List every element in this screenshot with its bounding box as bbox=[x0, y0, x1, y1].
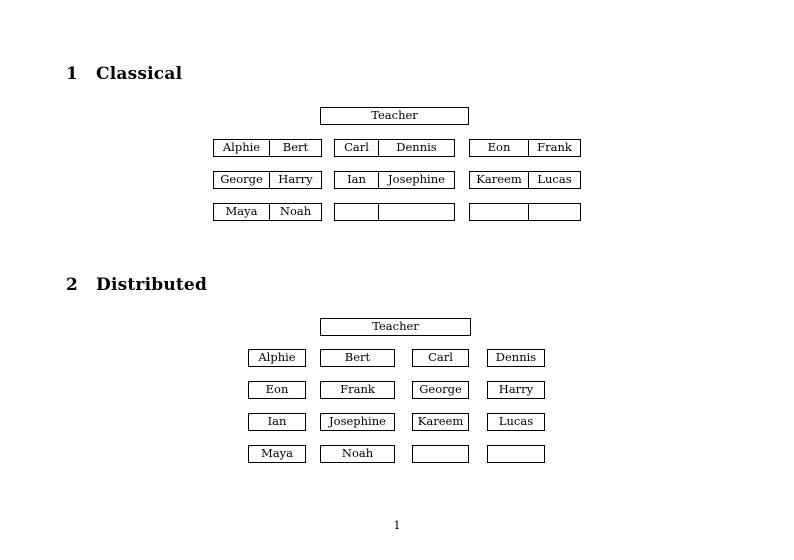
student-row-box: Carl Dennis bbox=[334, 139, 455, 157]
student-cell-empty bbox=[335, 204, 379, 220]
student-cell: Maya bbox=[214, 204, 270, 220]
student-row-box: Alphie Bert bbox=[213, 139, 322, 157]
student-box-empty bbox=[487, 445, 545, 463]
student-box: Ian bbox=[248, 413, 306, 431]
student-box: Carl bbox=[412, 349, 469, 367]
student-cell: Bert bbox=[282, 140, 309, 155]
student-row-box: Ian Josephine bbox=[334, 171, 455, 189]
section-heading-classical: 1 Classical bbox=[66, 64, 182, 84]
student-row-box bbox=[469, 203, 581, 221]
student-box: Bert bbox=[320, 349, 395, 367]
student-row-box: Eon Frank bbox=[469, 139, 581, 157]
section-number: 1 bbox=[66, 64, 79, 84]
student-row-box: George Harry bbox=[213, 171, 322, 189]
teacher-box-distributed: Teacher bbox=[320, 318, 471, 336]
student-row-box: Maya Noah bbox=[213, 203, 322, 221]
page-number: 1 bbox=[393, 519, 401, 532]
student-row-box bbox=[334, 203, 455, 221]
student-box: Dennis bbox=[487, 349, 545, 367]
student-cell: Frank bbox=[537, 140, 572, 155]
student-box: Kareem bbox=[412, 413, 469, 431]
student-box: Josephine bbox=[320, 413, 395, 431]
section-heading-distributed: 2 Distributed bbox=[66, 275, 207, 295]
student-cell: Lucas bbox=[537, 172, 572, 187]
section-number: 2 bbox=[66, 275, 79, 295]
student-cell: Eon bbox=[470, 140, 529, 156]
student-cell-empty bbox=[529, 204, 580, 220]
student-box: Lucas bbox=[487, 413, 545, 431]
student-cell: Carl bbox=[335, 140, 379, 156]
student-cell: George bbox=[214, 172, 270, 188]
student-cell: Alphie bbox=[214, 140, 270, 156]
student-box: Harry bbox=[487, 381, 545, 399]
section-title: Classical bbox=[96, 64, 183, 84]
student-cell-empty bbox=[379, 204, 454, 220]
student-box: Frank bbox=[320, 381, 395, 399]
student-cell: Ian bbox=[335, 172, 379, 188]
student-box: George bbox=[412, 381, 469, 399]
student-cell: Harry bbox=[278, 172, 313, 187]
student-box: Eon bbox=[248, 381, 306, 399]
student-cell: Dennis bbox=[396, 140, 437, 155]
student-row-box: Kareem Lucas bbox=[469, 171, 581, 189]
student-cell: Josephine bbox=[388, 172, 445, 187]
section-title: Distributed bbox=[96, 275, 208, 295]
student-box: Noah bbox=[320, 445, 395, 463]
student-cell: Noah bbox=[279, 204, 312, 219]
student-box: Maya bbox=[248, 445, 306, 463]
teacher-box-classical: Teacher bbox=[320, 107, 469, 125]
student-box: Alphie bbox=[248, 349, 306, 367]
student-box-empty bbox=[412, 445, 469, 463]
student-cell-empty bbox=[470, 204, 529, 220]
student-cell: Kareem bbox=[470, 172, 529, 188]
